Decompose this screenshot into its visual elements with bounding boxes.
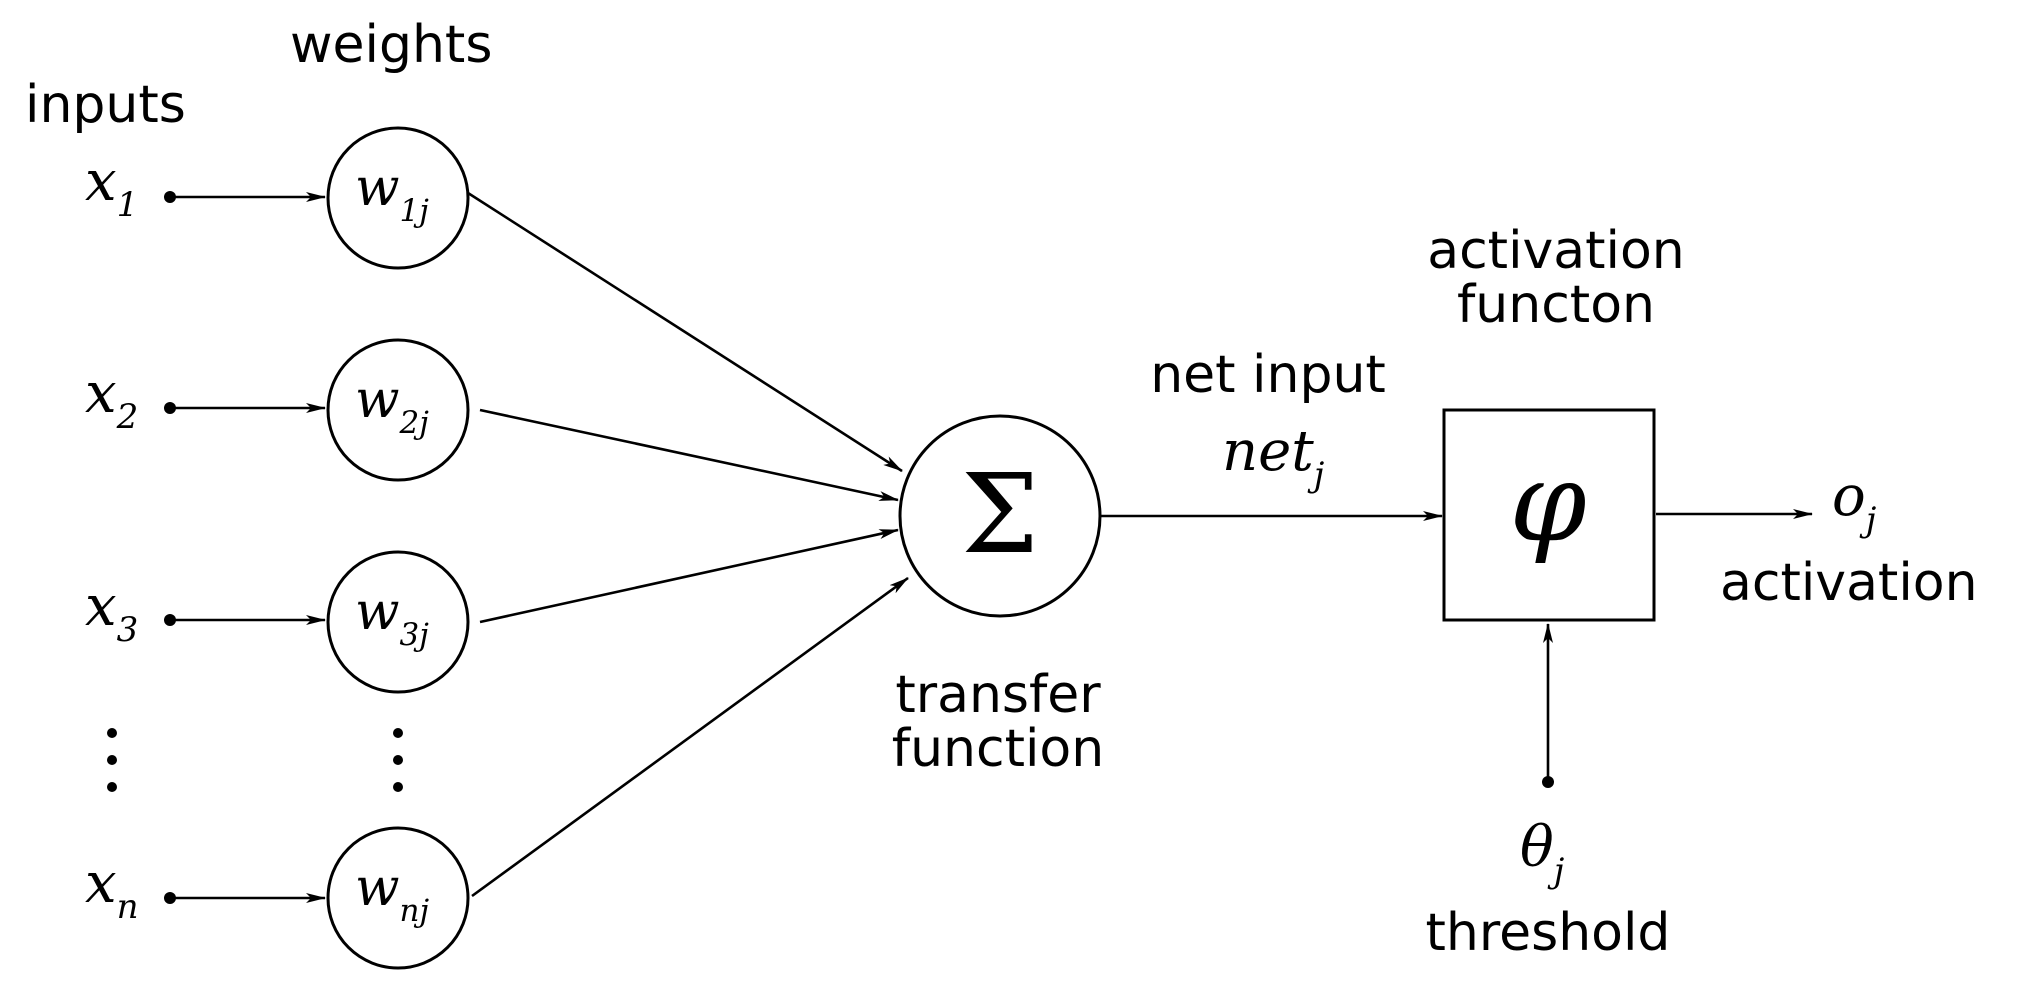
weight-node-w1j: w1j <box>326 126 470 270</box>
input-x3-symbol: x3 <box>85 574 138 650</box>
sigma-symbol: Σ <box>961 450 1039 578</box>
input-x2-symbol: x2 <box>85 361 138 437</box>
activation-function-label-line1: activation <box>1427 221 1685 281</box>
weight-node-w3j: w3j <box>326 550 470 694</box>
weight-1-to-sum-edge <box>467 191 903 473</box>
inputs-ellipsis <box>107 728 117 792</box>
threshold-label: threshold <box>1426 903 1671 963</box>
svg-text:w3j: w3j <box>355 582 429 653</box>
net-input-symbol: netj <box>1222 419 1325 495</box>
weight-3-to-sum-edge <box>479 528 899 624</box>
svg-text:w2j: w2j <box>355 370 429 441</box>
phi-symbol: φ <box>1509 438 1586 566</box>
net-input-label: net input <box>1150 345 1386 405</box>
weights-ellipsis <box>393 728 403 792</box>
inputs-label: inputs <box>25 75 186 135</box>
svg-text:wnj: wnj <box>355 858 429 929</box>
weight-node-w2j: w2j <box>326 338 470 482</box>
output-symbol: oj <box>1832 464 1877 540</box>
weight-node-wnj: wnj <box>326 826 470 970</box>
weights-label: weights <box>290 15 492 75</box>
svg-text:w1j: w1j <box>355 158 429 229</box>
weight-n-to-sum-edge <box>471 576 909 898</box>
input-x1-symbol: x1 <box>85 149 138 225</box>
weight-2-to-sum-edge <box>479 408 899 502</box>
activation-function-box: φ <box>1442 408 1656 622</box>
threshold-symbol: θj <box>1520 815 1565 891</box>
input-xn-symbol: xn <box>85 851 139 927</box>
summation-node: Σ <box>898 414 1102 618</box>
transfer-function-label-line1: transfer <box>895 665 1101 725</box>
activation-function-label-line2: functon <box>1457 275 1655 335</box>
transfer-function-label-line2: function <box>892 719 1104 779</box>
activation-output-label: activation <box>1720 553 1978 613</box>
